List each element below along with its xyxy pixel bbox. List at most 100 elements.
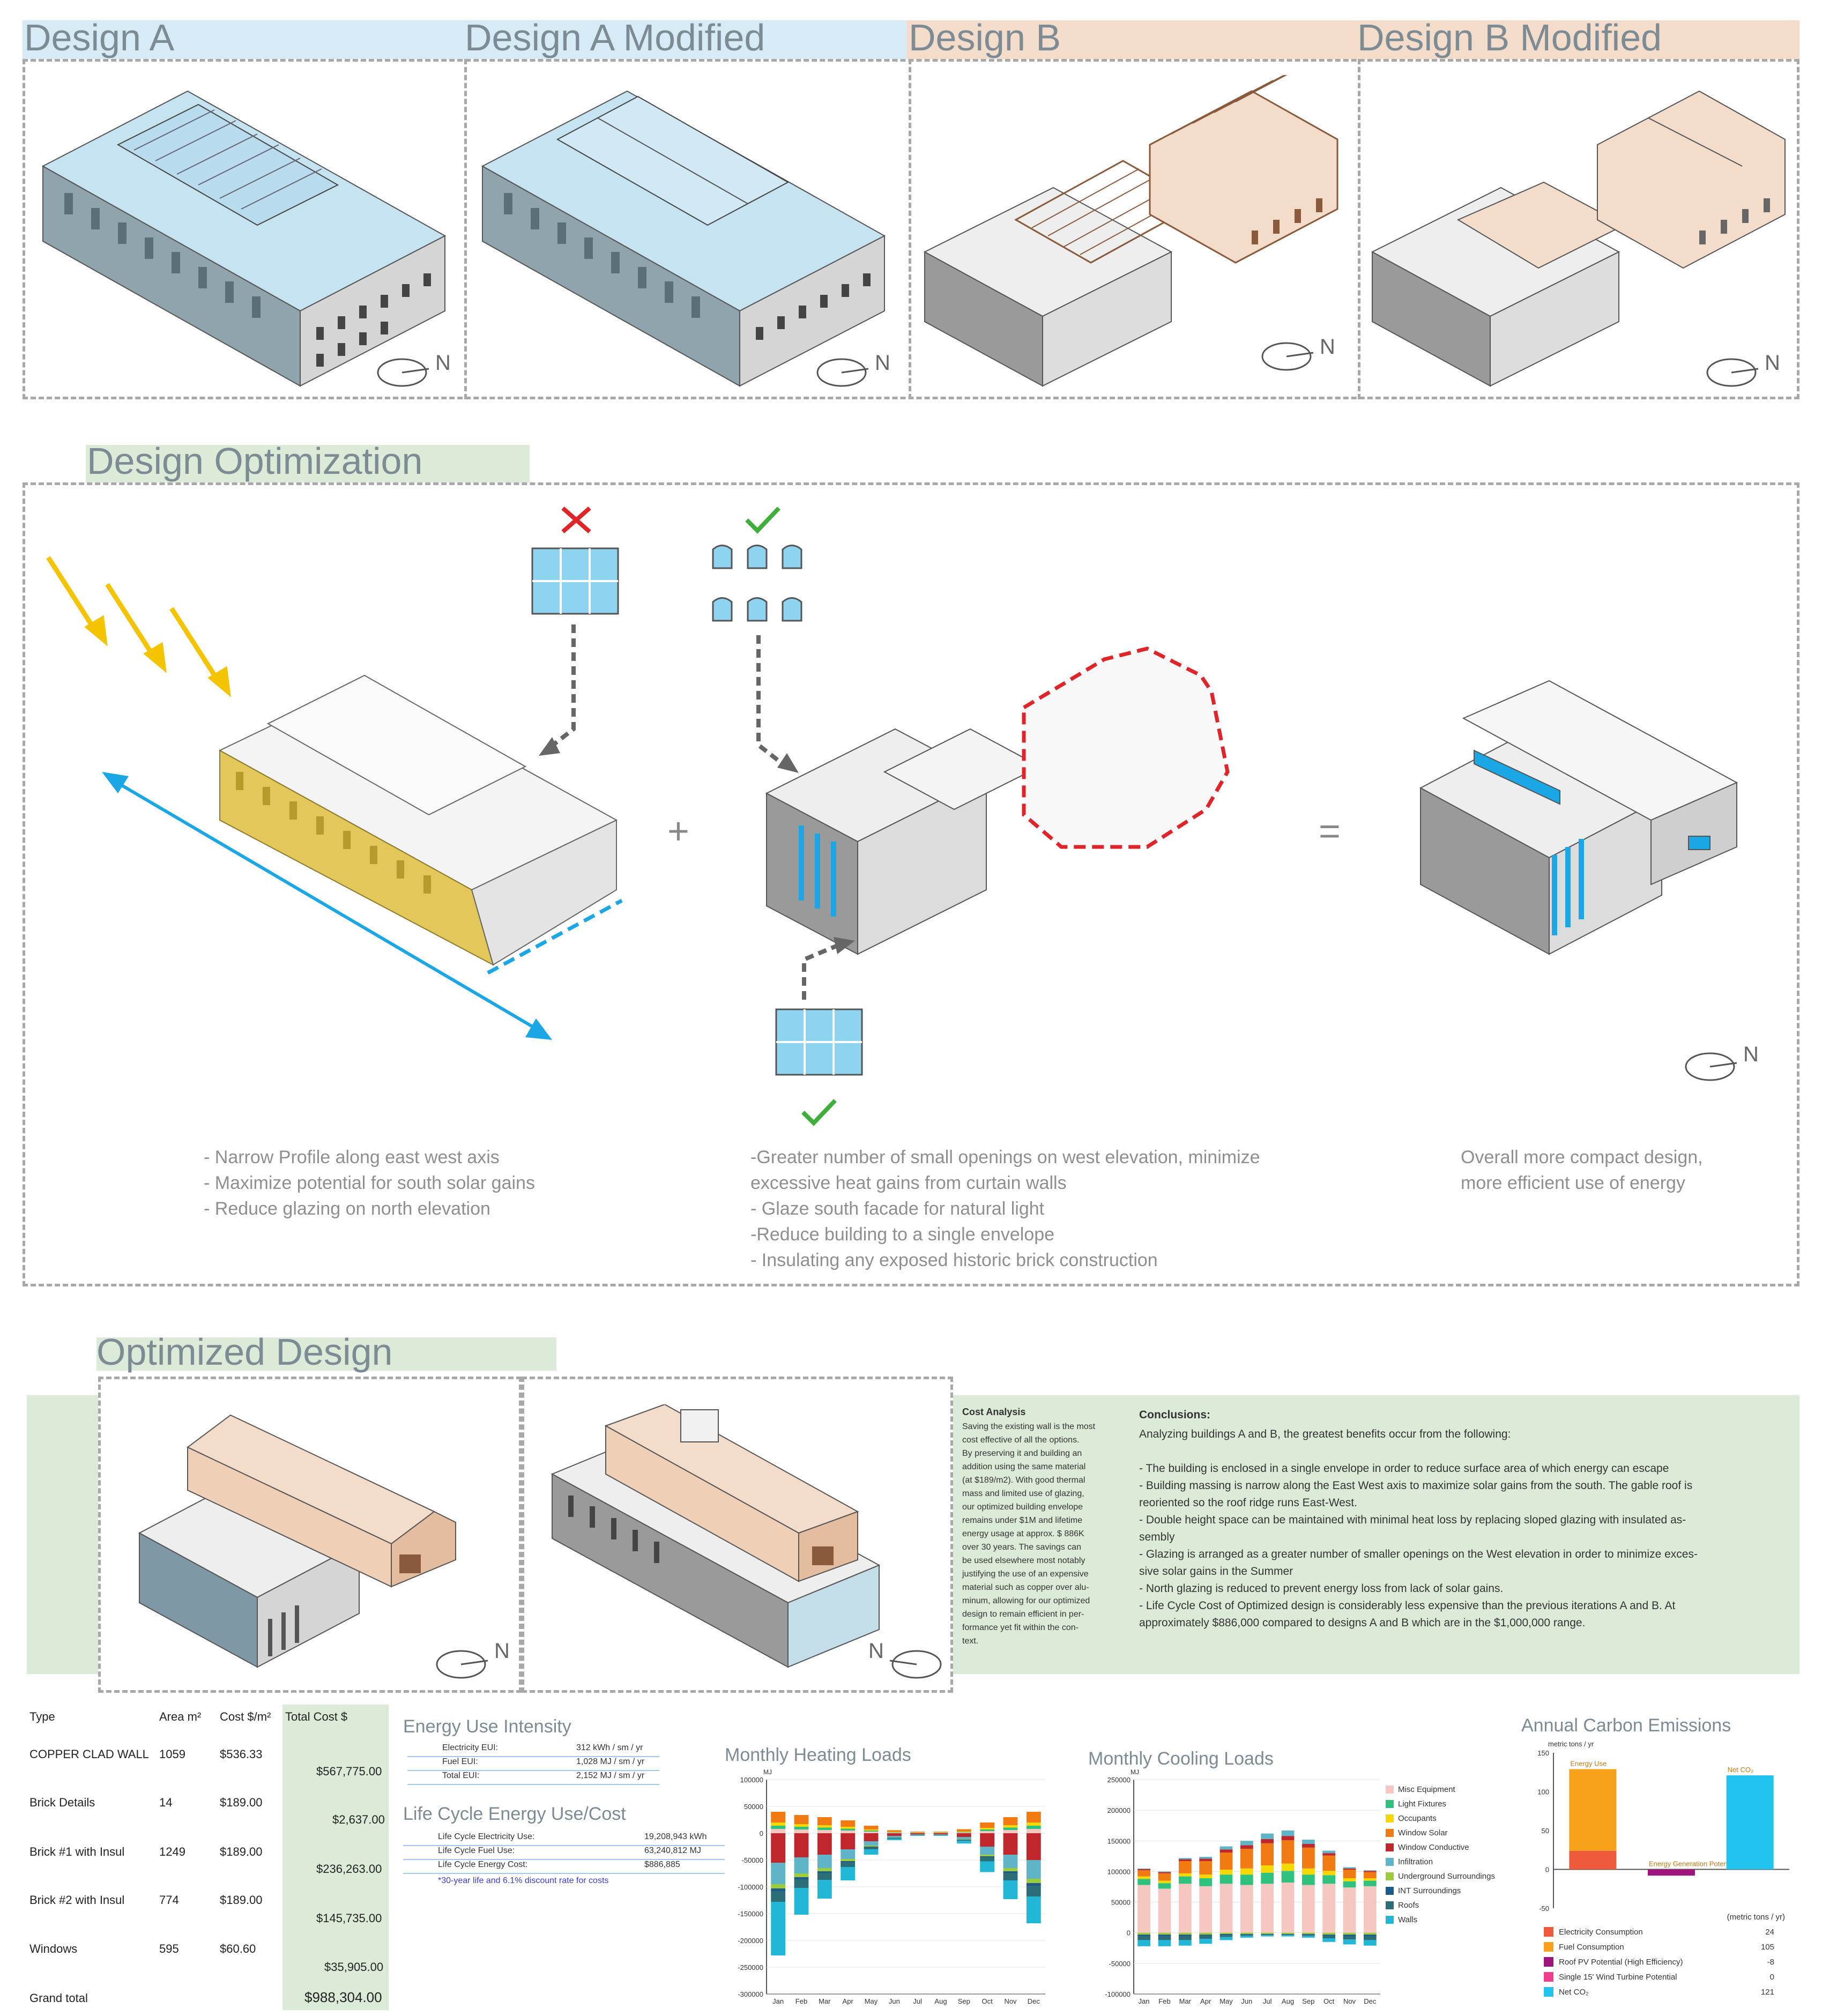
y-tick-label: -250000 [738, 1963, 763, 1972]
bar-segment [1199, 1861, 1213, 1875]
cell-type: Windows [29, 1942, 78, 1955]
legend-item: Roofs [1386, 1898, 1525, 1913]
bar-segment [1026, 1860, 1041, 1879]
bar-segment [1158, 1873, 1171, 1881]
optimized-view-1-building [138, 1414, 456, 1668]
bar-segment [1026, 1896, 1041, 1923]
bar-segment [1343, 1878, 1356, 1881]
y-tick-label: -100000 [738, 1883, 763, 1891]
lifecycle-label: Life Cycle Energy Cost: [438, 1860, 528, 1869]
bar-segment [794, 1829, 809, 1833]
bullet-line: excessive heat gains from curtain walls [750, 1173, 1067, 1193]
bar-segment [910, 1832, 925, 1833]
bar-segment [841, 1833, 856, 1849]
bar-segment [1003, 1833, 1018, 1855]
lifecycle-row: Life Cycle Energy Cost: $886,885 [403, 1860, 725, 1874]
y-tick-label: 50 [1542, 1827, 1549, 1835]
legend-value: -8 [1767, 1957, 1774, 1967]
middle-bullets: -Greater number of small openings on wes… [750, 1144, 1260, 1273]
bar-segment [1322, 1855, 1336, 1871]
bar-segment [1137, 1879, 1151, 1885]
bar-segment [864, 1847, 879, 1849]
legend-item: Roof PV Potential (High Efficiency)-8 [1544, 1954, 1796, 1969]
optimization-title: Design Optimization [87, 440, 423, 482]
bar-segment [1026, 1886, 1041, 1896]
bar-segment [980, 1855, 995, 1856]
y-tick-label: -300000 [738, 1990, 763, 1998]
bar-segment [794, 1857, 809, 1873]
bar-segment [1178, 1859, 1192, 1861]
legend-swatch [1386, 1887, 1394, 1895]
x-tick-label: Nov [1343, 1997, 1356, 2005]
design-a-modified-building [481, 90, 886, 387]
y-tick-label: 100 [1537, 1788, 1549, 1796]
bar-segment [841, 1827, 856, 1829]
design-a-title: Design A [24, 17, 175, 58]
bar-segment [1003, 1827, 1018, 1830]
conclusion-line [1139, 1443, 1793, 1460]
legend-label: Light Fixtures [1398, 1799, 1447, 1809]
cell-area: 774 [159, 1893, 179, 1907]
north-arrow-icon [377, 358, 429, 387]
bar-segment [771, 1822, 786, 1826]
bar-segment [980, 1847, 995, 1855]
bar-segment [1003, 1855, 1018, 1868]
bar-segment [1343, 1868, 1356, 1870]
bar-segment [1178, 1858, 1192, 1859]
legend-header: (metric tons / yr) [1727, 1913, 1785, 1922]
legend-swatch [1544, 1957, 1553, 1967]
bar-segment [1219, 1937, 1233, 1940]
bar-segment [794, 1873, 809, 1877]
bar-segment [1281, 1932, 1295, 1934]
bar-segment [887, 1833, 902, 1836]
bar-segment [1281, 1863, 1295, 1871]
y-tick-label: 200000 [1107, 1806, 1131, 1814]
bar-segment [1343, 1932, 1356, 1935]
bar-segment [841, 1820, 856, 1827]
reject-x-icon [561, 506, 591, 534]
bar-segment [1003, 1825, 1018, 1828]
bar-segment [1137, 1935, 1151, 1937]
x-tick-label: Nov [1004, 1997, 1017, 2005]
bullet-line: Overall more compact design, [1461, 1147, 1703, 1167]
legend-item: Walls [1386, 1913, 1525, 1927]
legend-swatch [1386, 1843, 1394, 1851]
legend-item: INT Surroundings [1386, 1884, 1525, 1898]
bar-segment [980, 1831, 995, 1833]
legend-swatch [1386, 1829, 1394, 1837]
bar-segment [1302, 1934, 1315, 1935]
legend-label: Walls [1398, 1915, 1418, 1924]
bar-segment [1343, 1870, 1356, 1878]
bar-segment [864, 1846, 879, 1847]
design-a-building [41, 90, 447, 387]
bullet-line: - Reduce glazing on north elevation [204, 1199, 490, 1219]
y-tick-label: 0 [1545, 1866, 1549, 1874]
y-tick-label: -150000 [738, 1910, 763, 1918]
bar-segment [1199, 1932, 1213, 1935]
north-arrow-icon [1706, 358, 1759, 387]
bar-segment [1199, 1936, 1213, 1939]
bar-segment [864, 1849, 879, 1855]
bar-segment [956, 1833, 971, 1837]
legend-label: Roofs [1398, 1901, 1419, 1910]
bar-segment [1219, 1874, 1233, 1884]
legend-item: Light Fixtures [1386, 1797, 1525, 1811]
cell-area: 1249 [159, 1845, 185, 1858]
y-tick-label: -100000 [1105, 1990, 1131, 1998]
bar-segment [1026, 1822, 1041, 1826]
legend-swatch [1544, 1927, 1553, 1937]
cost-line: cost effective of all the options. [962, 1435, 1080, 1445]
bar-segment [1343, 1881, 1356, 1888]
conclusion-line: - Building massing is narrow along the E… [1139, 1479, 1693, 1492]
legend-label: Window Solar [1398, 1828, 1448, 1838]
x-tick-label: Jan [1139, 1997, 1150, 2005]
x-tick-label: Dec [1364, 1997, 1377, 2005]
bar-segment [1302, 1847, 1315, 1869]
cost-line: By preserving it and building an [962, 1449, 1082, 1458]
bar-segment [771, 1863, 786, 1884]
x-tick-label: Apr [843, 1997, 854, 2005]
plus-sign: + [667, 810, 689, 852]
legend-value: 0 [1769, 1972, 1774, 1982]
y-unit-label: MJ [1131, 1768, 1139, 1776]
